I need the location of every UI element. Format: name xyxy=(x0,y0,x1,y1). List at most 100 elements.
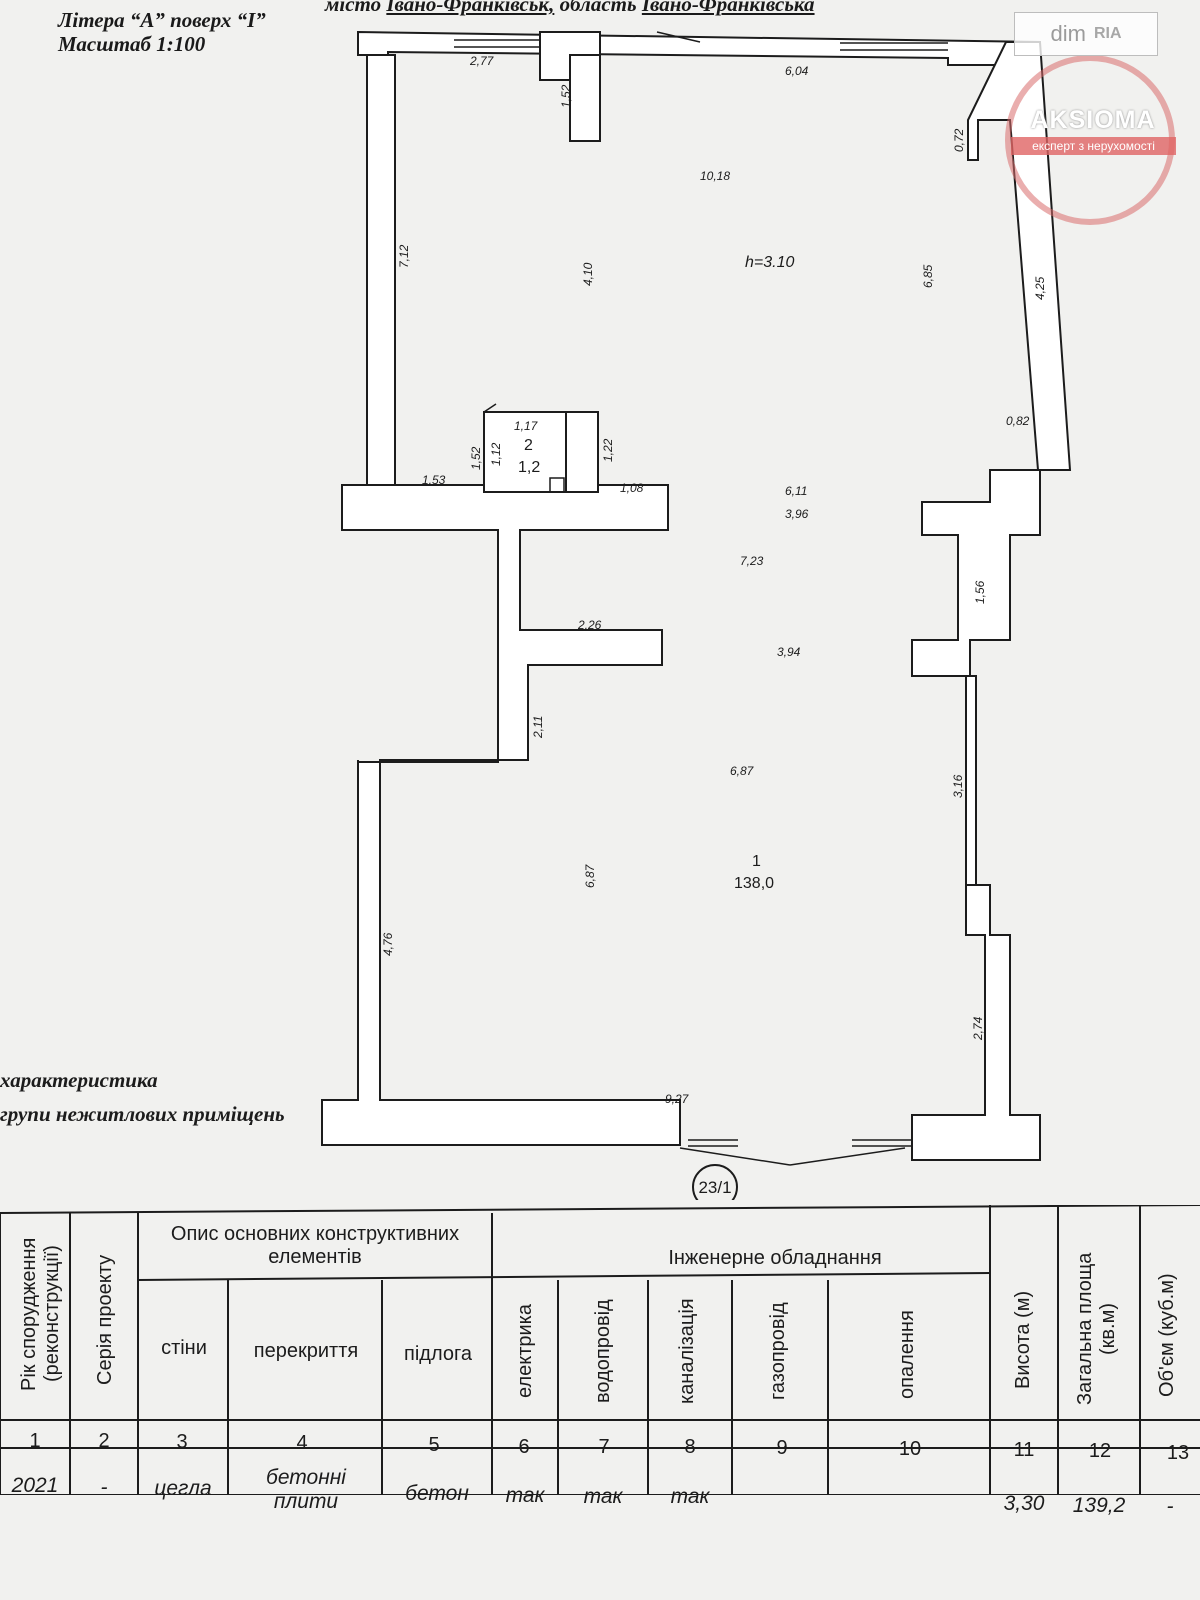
col-water-header: водопровід xyxy=(592,1299,614,1403)
room1-number: 1 xyxy=(752,853,761,870)
left-wall xyxy=(366,54,396,486)
room2-pier xyxy=(565,411,599,493)
col-year-header: Рік спорудження (реконструкції) xyxy=(18,1237,63,1391)
value-year: 2021 xyxy=(11,1474,59,1497)
col-number: 8 xyxy=(684,1436,696,1458)
dim-2-74: 2,74 xyxy=(971,1016,985,1041)
address-circle xyxy=(692,1164,738,1200)
dim-3-96: 3,96 xyxy=(785,507,809,521)
desc-group-header: Опис основних конструктивних елементів xyxy=(170,1223,460,1268)
col-series-header: Серія проекту xyxy=(94,1254,116,1386)
dim-logo: dim xyxy=(1050,21,1086,46)
col-electric-header: електрика xyxy=(514,1304,536,1398)
city-name: Івано-Франківськ, xyxy=(386,0,555,16)
value-sewer: так xyxy=(670,1485,710,1508)
city-prefix: місто xyxy=(325,0,382,16)
dim-1-12: 1,12 xyxy=(489,442,503,466)
dim-0-72: 0,72 xyxy=(952,128,966,152)
dim-1-22: 1,22 xyxy=(601,438,615,462)
value-walls: цегла xyxy=(154,1477,212,1500)
pier-top-center xyxy=(569,54,601,142)
room2-area: 1,2 xyxy=(518,459,540,476)
region-name: Івано-Франківська xyxy=(641,0,815,16)
height-label: h=3.10 xyxy=(745,254,794,271)
dim-6-85: 6,85 xyxy=(921,264,935,288)
col-heating-header: опалення xyxy=(896,1310,918,1400)
address-line: місто Івано-Франківськ, область Івано-Фр… xyxy=(325,0,815,17)
scale-label: Масштаб 1:100 xyxy=(58,32,206,56)
value-ceiling: бетонні плити xyxy=(266,1466,346,1513)
ria-logo: RIA xyxy=(1093,25,1122,42)
dim-7-23: 7,23 xyxy=(740,554,764,568)
col-floor-header: підлога xyxy=(404,1343,472,1365)
dim-6-87-horizontal: 6,87 xyxy=(730,764,755,778)
region-prefix: область xyxy=(559,0,637,16)
room2-number: 2 xyxy=(524,437,533,454)
col-ceiling-header: перекриття xyxy=(253,1340,359,1362)
dim-3-16: 3,16 xyxy=(951,774,965,798)
col-area-header: Загальна площа (кв.м) xyxy=(1074,1252,1119,1406)
dim-9-27: 9,27 xyxy=(665,1092,690,1106)
col-number: 13 xyxy=(1166,1442,1190,1464)
aksioma-logo: AKSIOMA xyxy=(1030,106,1156,134)
dim-1-52-top: 1,52 xyxy=(559,84,573,108)
top-door xyxy=(656,31,701,43)
value-floor: бетон xyxy=(405,1482,469,1505)
col-gas-header: газопровід xyxy=(767,1302,789,1400)
group-note: групи нежитлових приміщень xyxy=(0,1102,285,1126)
dim-2-77: 2,77 xyxy=(469,54,495,68)
dim-1-08: 1,08 xyxy=(620,481,644,495)
col-number: 3 xyxy=(176,1431,188,1453)
top-wall xyxy=(357,30,1041,66)
col-number: 5 xyxy=(428,1434,440,1456)
dim-ria-watermark: dim RIA xyxy=(1014,12,1158,56)
characteristics-table xyxy=(0,1205,1200,1495)
dim-4-25: 4,25 xyxy=(1033,276,1047,300)
dim-2-26: 2,26 xyxy=(577,618,602,632)
value-electric: так xyxy=(505,1484,545,1507)
value-volume: - xyxy=(1166,1495,1174,1518)
dim-2-11: 2,11 xyxy=(531,716,545,739)
dim-4-76: 4,76 xyxy=(381,932,395,956)
dim-6-87-vertical: 6,87 xyxy=(583,863,597,888)
characteristic-note: характеристика xyxy=(0,1068,158,1092)
col-number: 6 xyxy=(518,1436,530,1458)
left-lower-wall xyxy=(321,484,681,1146)
col-walls-header: стіни xyxy=(161,1337,207,1359)
value-area: 139,2 xyxy=(1072,1494,1126,1517)
dim-10-18: 10,18 xyxy=(700,169,730,183)
room2-fixture xyxy=(549,477,565,493)
dim-6-04: 6,04 xyxy=(785,64,809,78)
value-water: так xyxy=(583,1485,623,1508)
value-series: - xyxy=(100,1476,108,1499)
dim-6-11: 6,11 xyxy=(785,484,807,498)
dim-1-17: 1,17 xyxy=(514,419,539,433)
address-mark: 23/1 xyxy=(698,1178,731,1197)
col-number: 2 xyxy=(98,1430,110,1452)
entry-door xyxy=(679,1147,791,1166)
col-sewer-header: каналізація xyxy=(676,1298,698,1404)
col-number: 9 xyxy=(776,1437,788,1459)
room1-area: 138,0 xyxy=(734,875,774,892)
dim-7-12: 7,12 xyxy=(397,244,411,268)
room2-door xyxy=(483,403,497,413)
dim-4-10: 4,10 xyxy=(581,262,595,286)
col-number: 4 xyxy=(296,1432,308,1454)
dim-1-56: 1,56 xyxy=(973,580,987,604)
litera-floor: Літера “А” поверх “І” xyxy=(58,8,266,32)
col-volume-header: Об'єм (куб.м) xyxy=(1156,1273,1178,1397)
right-wall-bottom xyxy=(911,884,1041,1161)
dim-1-52-left: 1,52 xyxy=(469,446,483,470)
col-number: 11 xyxy=(1013,1439,1035,1461)
value-height: 3,30 xyxy=(1003,1492,1045,1515)
col-number: 1 xyxy=(29,1430,41,1452)
col-height-header: Висота (м) xyxy=(1012,1290,1034,1390)
col-number: 7 xyxy=(598,1436,610,1458)
aksioma-tagline: експерт з нерухомості xyxy=(1011,137,1176,155)
col-number: 10 xyxy=(898,1438,922,1460)
dim-1-53: 1,53 xyxy=(422,473,446,487)
dim-3-94: 3,94 xyxy=(777,645,801,659)
engineering-group-header: Інженерне обладнання xyxy=(668,1247,882,1269)
right-column xyxy=(965,675,977,886)
dim-0-82: 0,82 xyxy=(1006,414,1030,428)
